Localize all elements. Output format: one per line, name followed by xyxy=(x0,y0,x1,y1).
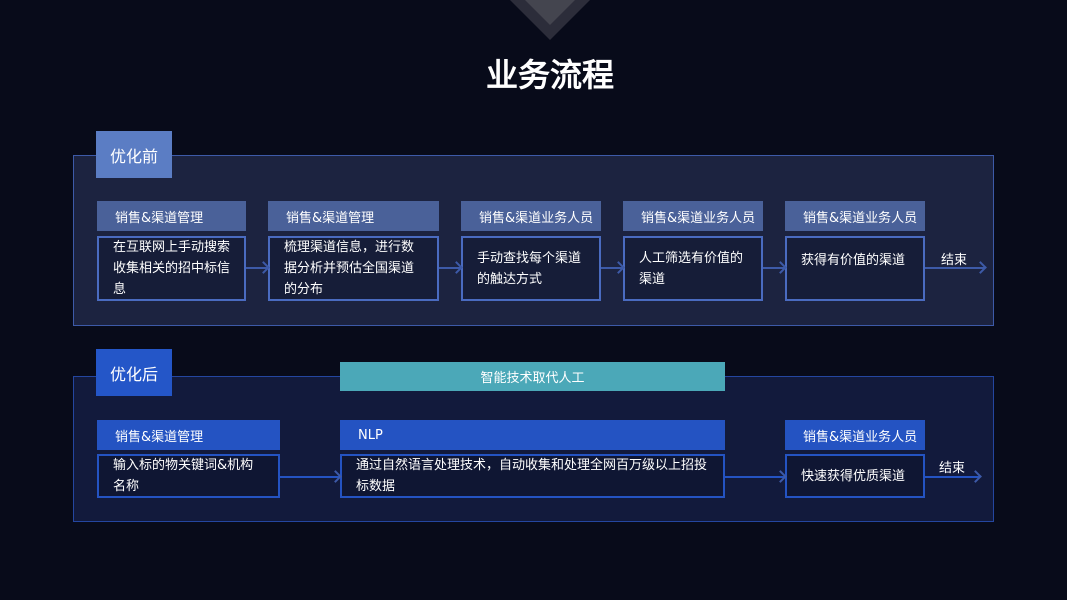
step-text: 获得有价值的渠道 xyxy=(785,236,925,301)
step-role: 销售&渠道管理 xyxy=(97,201,246,231)
step-role: 销售&渠道管理 xyxy=(268,201,439,231)
step-text: 快速获得优质渠道 xyxy=(785,454,925,498)
step-text: 人工筛选有价值的渠道 xyxy=(623,236,763,301)
step-text: 通过自然语言处理技术，自动收集和处理全网百万级以上招投标数据 xyxy=(340,454,725,498)
after-tag: 优化后 xyxy=(96,349,172,396)
step-role: 销售&渠道业务人员 xyxy=(461,201,601,231)
page-title: 业务流程 xyxy=(485,56,614,94)
step-text: 手动查找每个渠道的触达方式 xyxy=(461,236,601,301)
arrow-icon xyxy=(925,476,980,478)
arrow-icon xyxy=(280,476,340,478)
step-role: 销售&渠道业务人员 xyxy=(785,201,925,231)
before-tag: 优化前 xyxy=(96,131,172,178)
ai-banner: 智能技术取代人工 xyxy=(340,362,725,391)
end-label: 结束 xyxy=(941,253,968,268)
arrow-icon xyxy=(439,267,461,269)
step-role: NLP xyxy=(340,420,725,450)
step-role: 销售&渠道业务人员 xyxy=(785,420,925,450)
arrow-icon xyxy=(925,267,985,269)
arrow-icon xyxy=(763,267,785,269)
step-text: 梳理渠道信息，进行数据分析并预估全国渠道的分布 xyxy=(268,236,439,301)
step-role: 销售&渠道业务人员 xyxy=(623,201,763,231)
step-text: 输入标的物关键词&机构名称 xyxy=(97,454,280,498)
arrow-icon xyxy=(246,267,268,269)
step-text: 在互联网上手动搜索收集相关的招中标信息 xyxy=(97,236,246,301)
end-label: 结束 xyxy=(939,461,966,476)
arrow-icon xyxy=(601,267,623,269)
decorative-triangle-inner xyxy=(525,0,575,25)
arrow-icon xyxy=(725,476,785,478)
step-role: 销售&渠道管理 xyxy=(97,420,280,450)
